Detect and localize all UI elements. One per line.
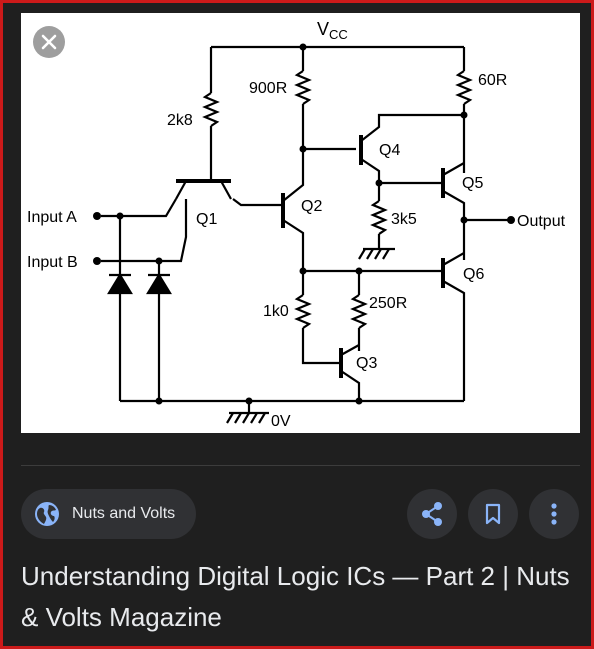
bookmark-icon — [485, 503, 501, 525]
label-2k8: 2k8 — [167, 112, 193, 129]
label-60r: 60R — [478, 72, 507, 89]
label-900r: 900R — [249, 80, 287, 97]
label-250r: 250R — [369, 295, 407, 312]
resistor-3k5 — [370, 200, 388, 235]
share-icon — [422, 502, 442, 526]
label-q3: Q3 — [356, 355, 377, 372]
resistor-1k0 — [294, 294, 312, 329]
junction-dots — [93, 43, 515, 405]
resistor-900 — [294, 70, 312, 105]
circuit-image[interactable]: VCC 900R 60R 2k8 Q4 Q5 Q2 Q1 3k5 Input A… — [21, 13, 580, 433]
label-output: Output — [517, 213, 566, 230]
resistor-250 — [350, 294, 368, 329]
image-viewer-panel: VCC 900R 60R 2k8 Q4 Q5 Q2 Q1 3k5 Input A… — [3, 3, 591, 646]
label-input-a: Input A — [27, 209, 77, 226]
diode-b — [146, 272, 172, 295]
result-title-link[interactable]: Understanding Digital Logic ICs — Part 2… — [21, 561, 570, 632]
diode-a — [107, 272, 133, 295]
divider — [21, 465, 580, 466]
label-0v: 0V — [271, 413, 291, 430]
source-label: Nuts and Volts — [72, 505, 176, 522]
more-vert-icon — [551, 503, 557, 525]
label-q4: Q4 — [379, 142, 400, 159]
resistor-60 — [455, 70, 473, 105]
label-q5: Q5 — [462, 175, 483, 192]
label-1k0: 1k0 — [263, 303, 289, 320]
resistor-2k8 — [202, 92, 220, 127]
source-chip[interactable]: Nuts and Volts — [21, 489, 196, 539]
label-q6: Q6 — [463, 266, 484, 283]
label-q2: Q2 — [301, 198, 322, 215]
save-button[interactable] — [468, 489, 518, 539]
label-3k5: 3k5 — [391, 211, 417, 228]
close-button[interactable] — [33, 26, 65, 58]
close-icon — [41, 34, 57, 50]
label-q1: Q1 — [196, 211, 217, 228]
label-input-b: Input B — [27, 254, 78, 271]
share-button[interactable] — [407, 489, 457, 539]
circuit-diagram: VCC 900R 60R 2k8 Q4 Q5 Q2 Q1 3k5 Input A… — [27, 19, 566, 430]
globe-icon — [35, 502, 59, 526]
more-options-button[interactable] — [529, 489, 579, 539]
label-vcc: VCC — [317, 19, 348, 42]
